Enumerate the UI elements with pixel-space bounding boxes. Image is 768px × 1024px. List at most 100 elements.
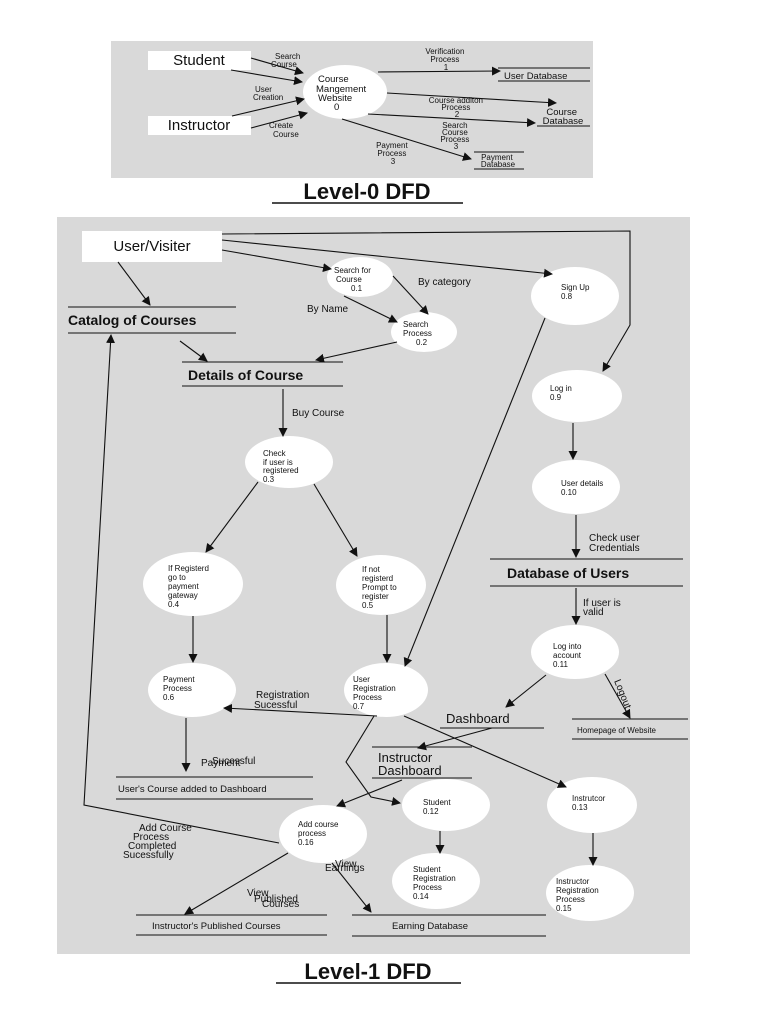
flow-user-login: [221, 230, 631, 372]
flow-payment-label: Payment Process 3: [376, 141, 410, 166]
process-0-4: [143, 552, 243, 616]
flow-search-process: [367, 113, 536, 128]
process-0-10: [532, 460, 620, 514]
process-0-9: [532, 370, 622, 422]
process-0-3: [245, 436, 333, 488]
process-0-6-label: Payment Process 0.6: [163, 675, 197, 702]
entity-instructor: [148, 116, 251, 135]
flow-user-creation: [231, 96, 305, 117]
process-0-14: [392, 853, 480, 909]
flow-by-name-label: By Name: [307, 304, 349, 315]
flow-instructor-add-course: [336, 779, 403, 808]
flow-view-earnings: [331, 862, 372, 913]
flow-view-published: [184, 852, 289, 915]
process-0-5-label: If not registerd Prompt to register 0.5: [362, 565, 399, 610]
process-0-8-label: Sign Up 0.8: [561, 283, 592, 301]
process-0-12-label: Student 0.12: [423, 798, 453, 816]
store-payment-db-label: Payment Database: [481, 153, 516, 169]
process-0-1-label: Search for Course 0.1: [334, 266, 373, 293]
flow-search-course: [250, 57, 304, 76]
flow-payment: [341, 118, 472, 161]
flow-verification-label: Verification Process 1: [425, 47, 466, 72]
flow-dashboard-instructor: [417, 727, 493, 751]
flow-by-name: [343, 295, 398, 323]
flow-registration-student: [345, 715, 401, 806]
process-0-16-label: Add course process 0.16: [298, 820, 341, 847]
store-user-db-label: User Database: [504, 71, 567, 82]
flow-check-credentials-label: Check user Credentials: [589, 533, 642, 554]
flow-payment-successful-label: Payment Sucessful: [201, 756, 255, 769]
level1-title: Level-1 DFD: [304, 959, 431, 984]
flow-search-process-label: Search Course Process 3: [440, 121, 471, 151]
flow-search-details: [315, 341, 398, 363]
process-0-5: [336, 555, 426, 615]
process-0-2: [391, 312, 457, 352]
flow-view-earnings-label: View Earnings: [325, 859, 364, 874]
process-course-management-label: Course Mangement Website 0: [316, 74, 369, 113]
flow-by-category-label: By category: [418, 277, 471, 288]
flow-create-course-label: Create Course: [269, 121, 299, 139]
process-0-11: [531, 625, 619, 679]
process-course-management: [303, 65, 387, 119]
entity-user-visiter-label: User/Visiter: [113, 238, 190, 255]
process-0-16: [279, 805, 367, 863]
flow-add-course-done-label: Add Course Process Completed Sucessfully: [123, 823, 195, 861]
flow-view-published-label: View Published Courses: [247, 888, 301, 910]
process-0-10-label: User details 0.10: [561, 479, 605, 497]
process-0-1: [327, 257, 393, 297]
store-users-course-label: User's Course added to Dashboard: [118, 784, 267, 795]
flow-by-category: [392, 275, 429, 315]
process-0-6: [148, 663, 236, 717]
entity-instructor-label: Instructor: [168, 117, 231, 134]
flow-account-dashboard: [505, 674, 547, 708]
process-0-13: [547, 777, 637, 833]
process-0-11-label: Log into account 0.11: [553, 642, 584, 669]
flow-signup-registration: [403, 317, 546, 667]
process-0-8: [531, 267, 619, 325]
entity-student-label: Student: [173, 52, 226, 69]
flow-registration-instructor: [403, 715, 567, 788]
store-details-label: Details of Course: [188, 367, 303, 383]
process-0-7: [344, 663, 428, 717]
process-0-15: [546, 865, 634, 921]
process-0-2-label: Search Process 0.2: [403, 320, 434, 347]
store-course-db-label: Course Database: [543, 107, 584, 127]
flow-registered: [205, 481, 259, 553]
flow-add-course-catalog: [83, 334, 280, 844]
store-catalog-label: Catalog of Courses: [68, 312, 197, 328]
store-published-label: Instructor's Published Courses: [152, 921, 281, 932]
flow-user-search: [221, 249, 332, 273]
store-earning-label: Earning Database: [392, 921, 468, 932]
flow-registration-successful-label: Registration Sucessful: [254, 690, 312, 711]
flow-not-registered: [313, 483, 358, 557]
process-0-12: [402, 779, 490, 831]
flow-user-signup: [221, 239, 553, 278]
flow-logout: [604, 673, 631, 719]
store-homepage-label: Homepage of Website: [577, 726, 657, 735]
flow-student-website: [230, 69, 303, 86]
flow-user-catalog: [117, 261, 151, 306]
flow-course-addition: [386, 92, 557, 108]
process-0-14-label: Student Registration Process 0.14: [413, 865, 458, 901]
flow-buy-course-label: Buy Course: [292, 408, 345, 419]
entity-user-visiter: [82, 231, 222, 262]
entity-student: [148, 51, 251, 70]
flow-registration-successful: [223, 703, 378, 717]
flow-catalog-details: [179, 340, 208, 362]
flow-user-creation-label: User Creation: [253, 85, 283, 102]
process-0-4-label: If Registerd go to payment gateway 0.4: [168, 564, 211, 609]
store-dashboard-label: Dashboard: [446, 711, 510, 726]
process-0-15-label: Instructor Registration Process 0.15: [556, 877, 601, 913]
flow-if-valid-label: If user is valid: [583, 598, 624, 618]
process-0-7-label: User Registration Process 0.7: [353, 675, 398, 711]
flow-course-addition-label: Course additon Process 2: [429, 96, 486, 119]
flow-create-course: [250, 110, 308, 129]
process-0-3-label: Check if user is registered 0.3: [263, 449, 301, 484]
store-db-users-label: Database of Users: [507, 565, 629, 581]
flow-search-course-label: Search Course: [271, 52, 303, 69]
store-instructor-dashboard-label: Instructor Dashboard: [378, 750, 442, 778]
process-0-13-label: Instrutcor 0.13: [572, 794, 608, 812]
process-0-9-label: Log in 0.9: [550, 384, 574, 402]
flow-verification: [377, 66, 501, 76]
